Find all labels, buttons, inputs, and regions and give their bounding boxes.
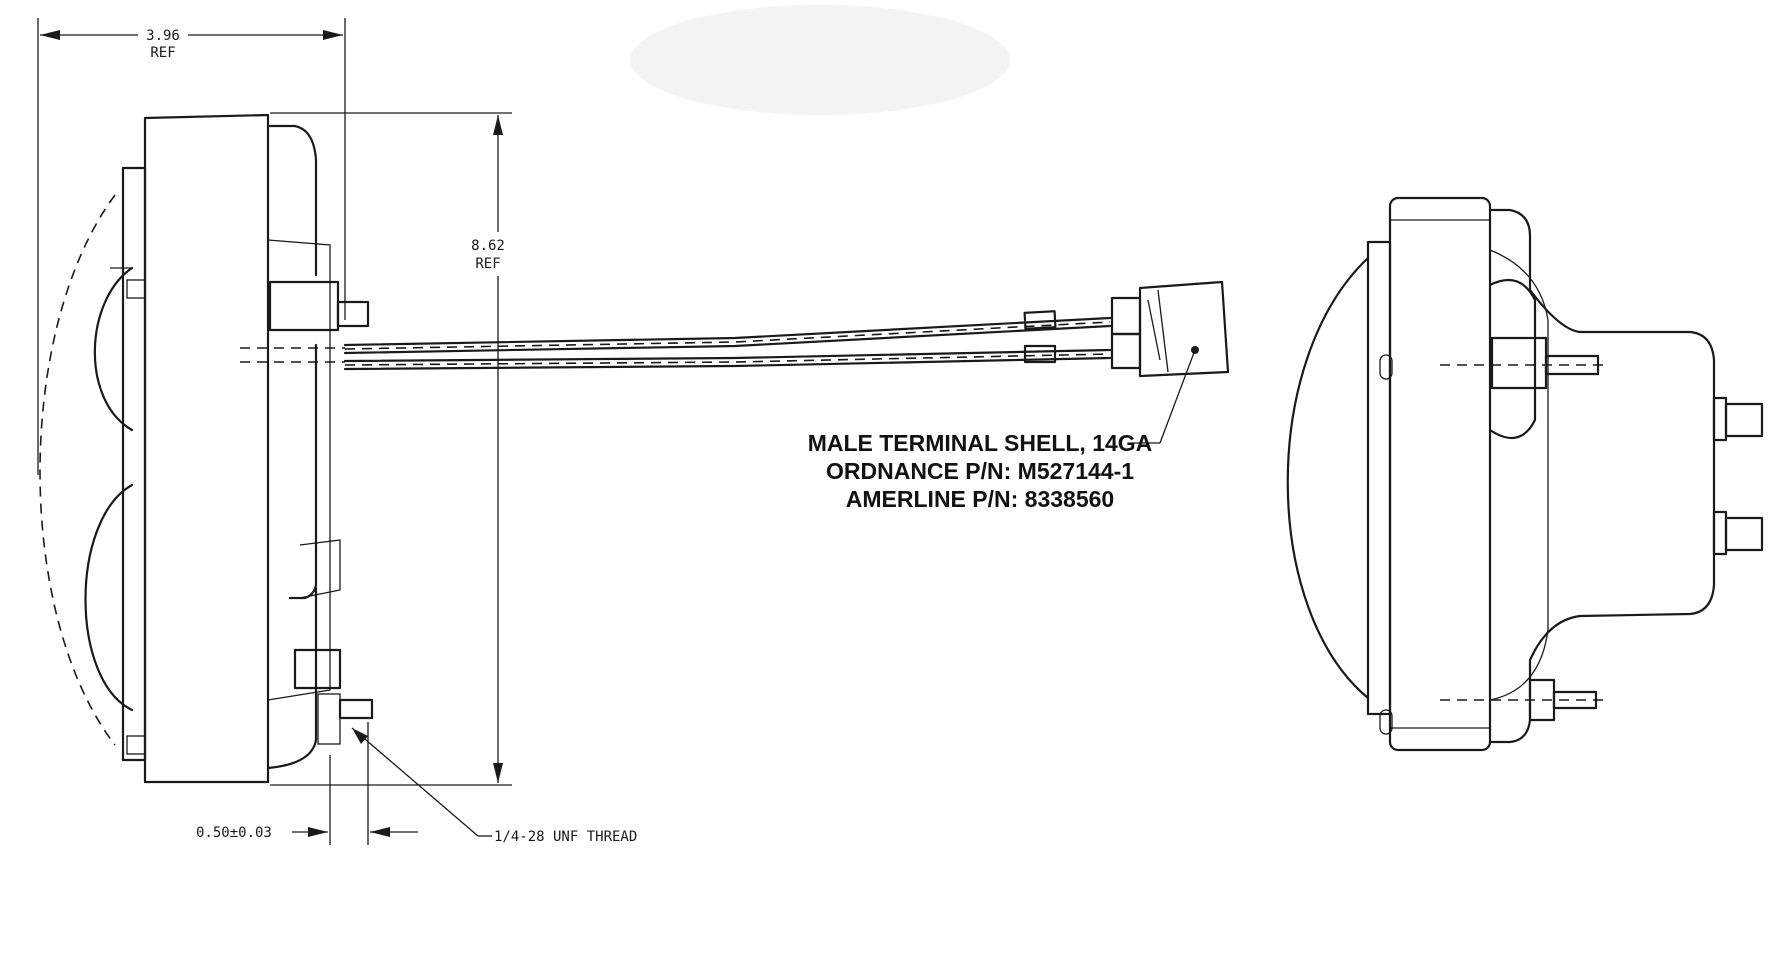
arrowhead <box>352 728 368 744</box>
connector-boot-1 <box>1110 296 1142 336</box>
arrowhead <box>40 30 60 40</box>
upper-lens-lobe <box>93 266 134 432</box>
arrowhead <box>323 30 343 40</box>
dimension-overall-height: 8.62 REF <box>270 112 512 786</box>
arrowhead <box>493 763 503 783</box>
terminal-base-2 <box>1712 510 1728 556</box>
callout-line-2: ORDNANCE P/N: M527144-1 <box>826 458 1134 484</box>
upper-stud-block <box>268 280 340 332</box>
wire-2-bottom <box>343 356 1112 371</box>
lower-stud-base <box>317 693 341 745</box>
terminal-callout: MALE TERMINAL SHELL, 14GA ORDNANCE P/N: … <box>808 349 1196 512</box>
bezel-clip-lower <box>1379 709 1393 735</box>
dimension-stud-offset: 0.50±0.03 <box>196 722 418 845</box>
rear-cover <box>266 124 318 770</box>
wire-2-top <box>343 348 1112 363</box>
terminal-base-1 <box>1712 396 1728 442</box>
callout-line-3: AMERLINE P/N: 8338560 <box>846 486 1114 512</box>
side-view <box>39 113 374 784</box>
lower-stud <box>338 698 374 720</box>
arrowhead <box>370 827 390 837</box>
leader-line <box>351 727 479 837</box>
terminal-post-2 <box>1724 516 1764 552</box>
upper-stud <box>336 300 370 328</box>
callout-line-1: MALE TERMINAL SHELL, 14GA <box>808 430 1153 456</box>
upper-boss-block <box>1490 336 1548 390</box>
height-ref-note: REF <box>475 256 500 272</box>
end-rear-cover <box>1488 208 1716 744</box>
dimension-overall-depth: 3.96 REF <box>37 18 346 475</box>
bezel-ring <box>121 166 147 762</box>
crimp-sleeve-1 <box>1023 310 1057 330</box>
arrowhead <box>308 827 328 837</box>
upper-boss <box>1488 278 1537 440</box>
thread-callout: 1/4-28 UNF THREAD <box>351 727 637 845</box>
lower-lens-lobe <box>84 483 134 712</box>
end-upper-stud <box>1544 354 1600 376</box>
end-bezel <box>1366 240 1392 716</box>
terminal-post-1 <box>1724 402 1764 438</box>
end-view <box>1286 196 1764 752</box>
depth-ref-note: REF <box>150 45 175 61</box>
terminal-shell-connector <box>1138 280 1230 378</box>
wire-harness <box>343 280 1230 378</box>
end-housing <box>1388 196 1492 752</box>
depth-value: 3.96 <box>146 28 180 44</box>
bezel-notch-top <box>126 279 146 299</box>
crimp-sleeve-2 <box>1023 344 1057 364</box>
lens-outline-dashed <box>39 194 116 746</box>
bezel-notch-bottom <box>126 735 146 755</box>
housing-body <box>143 113 270 784</box>
connector-detail <box>1147 289 1169 373</box>
background-smudge <box>630 5 1010 115</box>
end-rear-inner <box>1489 249 1549 701</box>
lens-dome <box>1286 256 1370 700</box>
height-value: 8.62 <box>471 238 505 254</box>
wire-1-bottom <box>343 324 1112 355</box>
lower-stud-block <box>293 648 342 690</box>
arrowhead <box>493 115 503 135</box>
connector-boot-2 <box>1110 332 1142 370</box>
wire-1-top <box>343 316 1112 347</box>
wire-1-center <box>344 321 1111 350</box>
rear-cover-inner <box>267 239 331 701</box>
bezel-clip-upper <box>1379 354 1393 380</box>
thread-label: 1/4-28 UNF THREAD <box>494 829 637 845</box>
leader-line <box>1159 349 1196 444</box>
rear-flange <box>299 539 341 599</box>
stud-offset-value: 0.50±0.03 <box>196 825 272 841</box>
